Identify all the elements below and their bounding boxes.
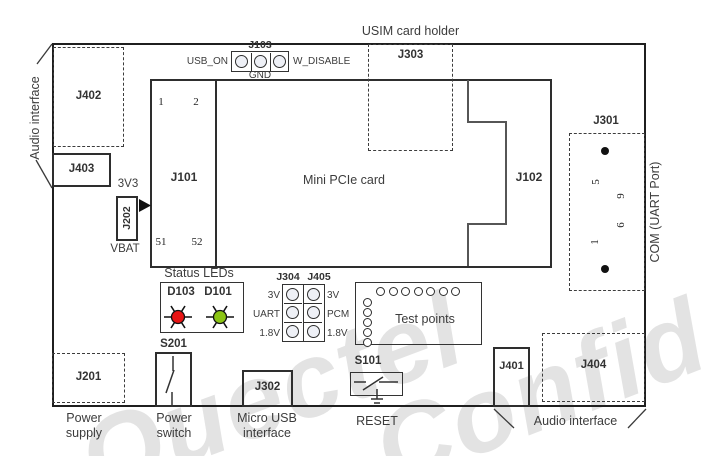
micro-usb-line1: Micro USB xyxy=(237,411,297,425)
gnd-label: GND xyxy=(248,70,272,81)
pad-hole xyxy=(451,287,460,296)
pad-hole xyxy=(376,287,385,296)
pad-hole xyxy=(363,328,372,337)
j405-holes xyxy=(304,286,323,341)
j103-holes xyxy=(233,52,289,71)
j101-pin-52: 52 xyxy=(191,236,203,248)
status-leds-box xyxy=(160,282,244,333)
j403-label: J403 xyxy=(68,163,95,175)
mini-pcie-card-outline xyxy=(150,79,552,268)
pad-hole xyxy=(363,338,372,347)
test-points-caption: Test points xyxy=(395,312,455,326)
audio-interface-bottom-caption: Audio interface xyxy=(533,414,618,428)
j301-pin-6: 6 xyxy=(615,222,627,228)
pad-hole xyxy=(363,318,372,327)
usim-card-holder-caption: USIM card holder xyxy=(361,24,460,38)
power-supply-line2: supply xyxy=(65,426,103,441)
j405-jumper-block xyxy=(302,284,325,342)
j302-box xyxy=(242,370,293,407)
j402-box xyxy=(53,47,124,147)
power-supply-line1: Power xyxy=(66,411,102,425)
led-d101-label: D101 xyxy=(204,286,232,298)
vbat-label: VBAT xyxy=(110,243,140,255)
j201-box xyxy=(52,353,125,403)
s101-switch-box xyxy=(350,372,403,396)
power-switch-line1: Power xyxy=(156,411,192,425)
s201-switch-box xyxy=(155,352,192,407)
com-uart-port-caption: COM (UART Port) xyxy=(648,161,662,263)
j405-row1-label: 3V xyxy=(327,290,340,301)
j304-label: J304 xyxy=(276,271,300,283)
micro-usb-line2: interface xyxy=(243,426,291,441)
pad-hole xyxy=(304,303,323,322)
usb-on-label: USB_ON xyxy=(186,56,228,67)
j103-label: J103 xyxy=(248,39,272,51)
power-switch-caption: Power switch xyxy=(144,411,204,442)
pad-hole xyxy=(401,287,410,296)
j101-pin-51: 51 xyxy=(155,236,167,248)
j102-label: J102 xyxy=(515,170,543,184)
j405-row3-label: 1.8V xyxy=(327,328,348,339)
pad-hole xyxy=(284,286,302,304)
test-points-top-row xyxy=(376,287,460,296)
j101-label: J101 xyxy=(170,170,198,184)
audio-interface-left-caption: Audio interface xyxy=(28,76,42,160)
pad-hole xyxy=(304,321,323,341)
j101-divider-line xyxy=(215,80,217,266)
j405-row2-label: PCM xyxy=(327,309,350,320)
pad-hole xyxy=(283,303,302,322)
j302-label: J302 xyxy=(254,381,281,393)
j101-pin-2: 2 xyxy=(193,96,199,108)
power-supply-caption: Power supply xyxy=(50,411,118,442)
w-disable-label: W_DISABLE xyxy=(293,56,351,67)
j301-pin-9: 9 xyxy=(615,193,627,199)
j303-usim-holder-box xyxy=(368,44,453,151)
pad-hole xyxy=(304,286,322,304)
j301-pin-1: 1 xyxy=(589,239,601,245)
pad-hole xyxy=(250,52,270,71)
pad-hole xyxy=(233,53,251,71)
pad-hole xyxy=(413,287,423,296)
s101-label: S101 xyxy=(354,355,382,367)
j401-label: J401 xyxy=(499,360,524,372)
j201-label: J201 xyxy=(75,371,102,383)
j404-label: J404 xyxy=(580,359,607,371)
status-leds-caption: Status LEDs xyxy=(164,266,234,280)
test-points-left-column xyxy=(363,298,372,347)
pad-hole xyxy=(388,287,398,296)
j101-pin-1: 1 xyxy=(158,96,164,108)
test-points-box xyxy=(355,282,482,345)
j405-label: J405 xyxy=(307,271,331,283)
j304-holes xyxy=(283,286,302,341)
j301-label: J301 xyxy=(593,115,619,127)
j202-box xyxy=(116,196,138,241)
pad-hole xyxy=(269,52,289,71)
j303-label: J303 xyxy=(397,49,424,61)
power-switch-line2: switch xyxy=(156,426,192,441)
j304-row3-label: 1.8V xyxy=(259,328,280,339)
j103-jumper-block xyxy=(231,51,289,72)
j304-row2-label: UART xyxy=(252,309,280,320)
pad-hole xyxy=(426,287,435,296)
j304-row1-label: 3V xyxy=(267,290,280,301)
j403-box xyxy=(52,153,111,187)
micro-usb-caption: Micro USB interface xyxy=(228,411,306,442)
reset-caption: RESET xyxy=(356,414,398,428)
j404-box xyxy=(542,333,645,402)
led-d103-label: D103 xyxy=(167,286,195,298)
s201-label: S201 xyxy=(160,338,187,350)
j401-box xyxy=(493,347,530,407)
j202-label: J202 xyxy=(121,206,133,230)
j402-label: J402 xyxy=(75,90,102,102)
j301-com-connector-box xyxy=(569,133,645,291)
pad-hole xyxy=(438,287,448,296)
j301-pin-5: 5 xyxy=(590,179,602,185)
pad-hole xyxy=(363,308,372,317)
3v3-label: 3V3 xyxy=(117,178,139,190)
board-outline xyxy=(52,43,646,407)
pad-hole xyxy=(363,298,372,307)
mini-pcie-card-caption: Mini PCIe card xyxy=(303,173,385,187)
pad-hole xyxy=(283,321,302,341)
